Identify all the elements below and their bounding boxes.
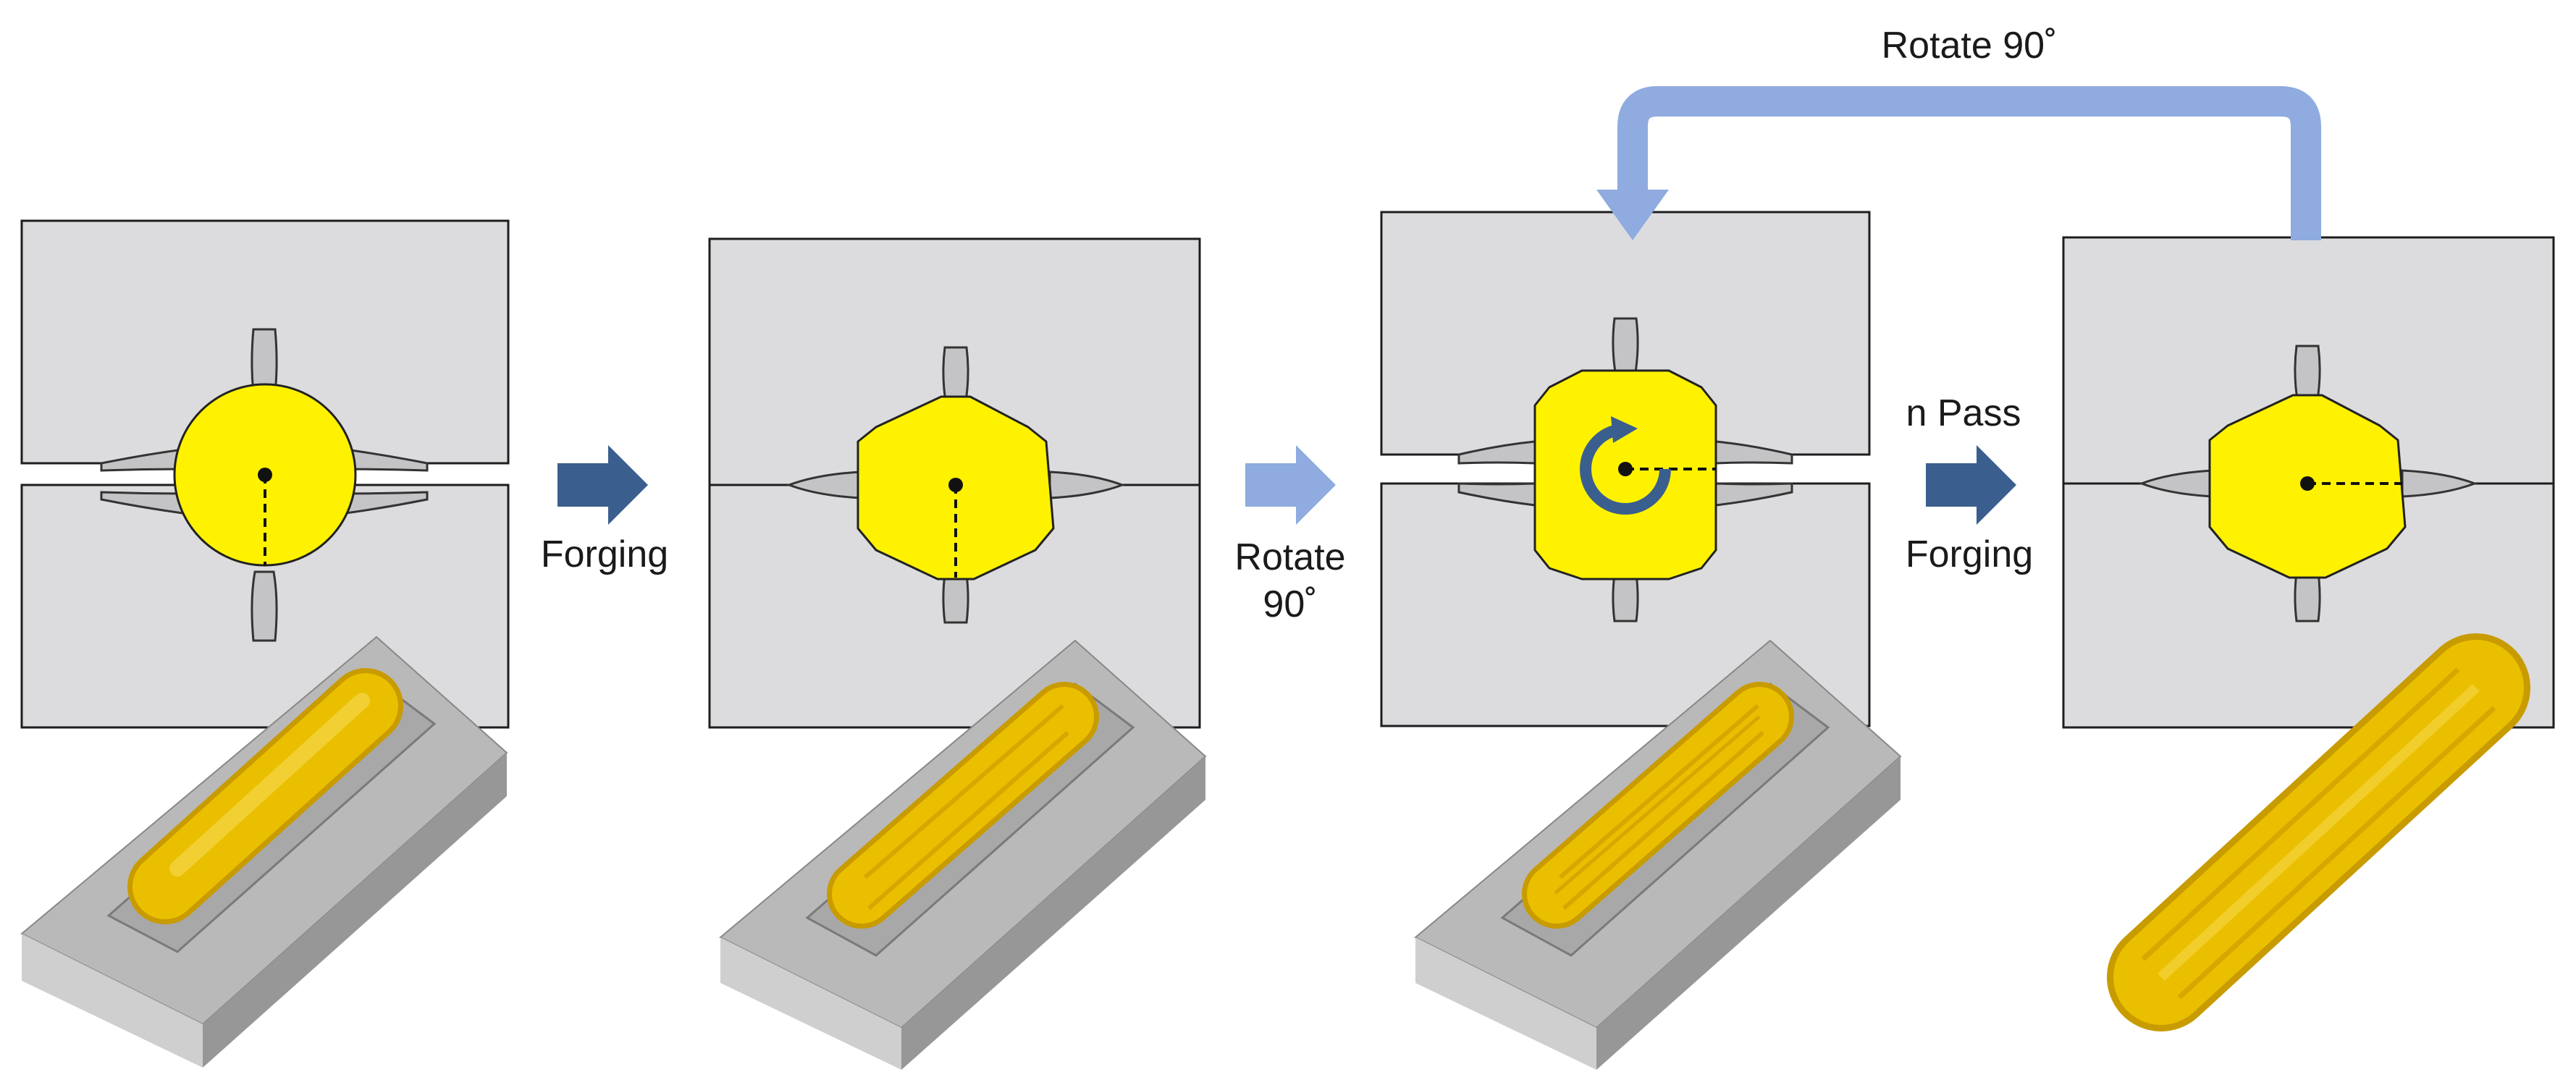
stage-1 <box>20 219 510 1068</box>
center-dot-2 <box>948 478 963 492</box>
rod-3d-3 <box>1522 682 1794 929</box>
right-arrow-icon <box>1926 445 2016 525</box>
label-rotate-angle: 90˚ <box>1263 583 1317 625</box>
label-forging-2: Forging <box>1906 533 2033 575</box>
stage-4 <box>2062 236 2555 1031</box>
center-dot-4 <box>2300 476 2315 491</box>
rod-3d-4 <box>2107 633 2530 1031</box>
label-forging: Forging <box>541 533 668 575</box>
stage-2 <box>708 237 1207 1070</box>
center-dot-3 <box>1618 462 1633 476</box>
loop-arrow-path <box>1617 86 2321 240</box>
right-arrow-icon <box>1245 445 1336 525</box>
rod-3d-2 <box>827 682 1099 929</box>
down-arrow-icon <box>1596 190 1669 240</box>
right-arrow-icon <box>557 445 648 525</box>
label-rotate: Rotate <box>1234 536 1345 578</box>
rotate-arrow: Rotate 90˚ <box>1234 445 1346 625</box>
n-pass-forging-arrow: n Pass Forging <box>1906 392 2033 575</box>
center-dot-1 <box>258 468 272 482</box>
stage-3 <box>1380 211 1902 1070</box>
forging-arrow: Forging <box>541 445 668 575</box>
rod-3d-1 <box>127 668 403 924</box>
rotation-arrow-icon <box>1580 416 1671 515</box>
label-rotate-top: Rotate 90˚ <box>1882 25 2058 67</box>
label-n-pass: n Pass <box>1906 392 2021 434</box>
rotate-loop-arrow: Rotate 90˚ <box>1596 25 2321 240</box>
